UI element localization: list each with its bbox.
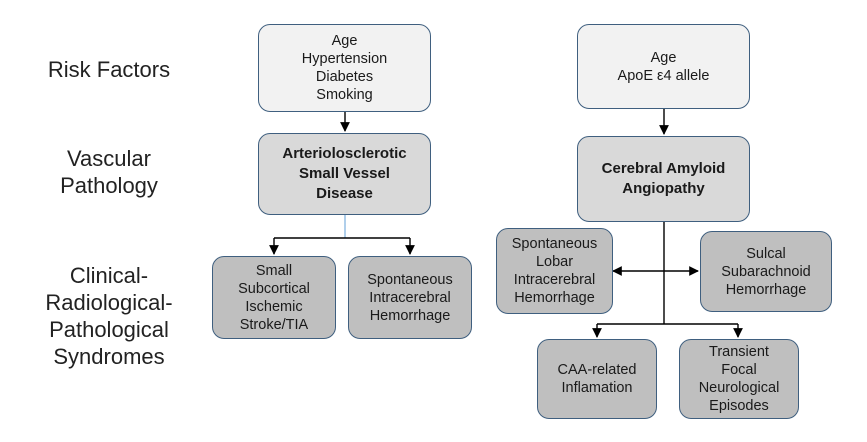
node-caa-related-inflamation: CAA-related Inflamation [537,339,657,419]
node-sulcal-subarachnoid-hemorrhage: Sulcal Subarachnoid Hemorrhage [700,231,832,312]
node-small-subcortical-stroke: Small Subcortical Ischemic Stroke/TIA [212,256,336,339]
node-cerebral-amyloid-angiopathy: Cerebral Amyloid Angiopathy [577,136,750,222]
node-right-risk-factors: Age ApoE ε4 allele [577,24,750,109]
row-label-risk-factors: Risk Factors [47,57,171,82]
node-left-risk-factors: Age Hypertension Diabetes Smoking [258,24,431,112]
row-label-syndromes: Clinical- Radiological- Pathological Syn… [45,263,173,369]
row-label-vascular-pathology: Vascular Pathology [60,146,158,198]
node-left-intracerebral-hemorrhage: Spontaneous Intracerebral Hemorrhage [348,256,472,339]
node-arteriolosclerotic-svd: Arteriolosclerotic Small Vessel Disease [258,133,431,215]
node-transient-focal-episodes: Transient Focal Neurological Episodes [679,339,799,419]
node-lobar-intracerebral-hemorrhage: Spontaneous Lobar Intracerebral Hemorrha… [496,228,613,314]
